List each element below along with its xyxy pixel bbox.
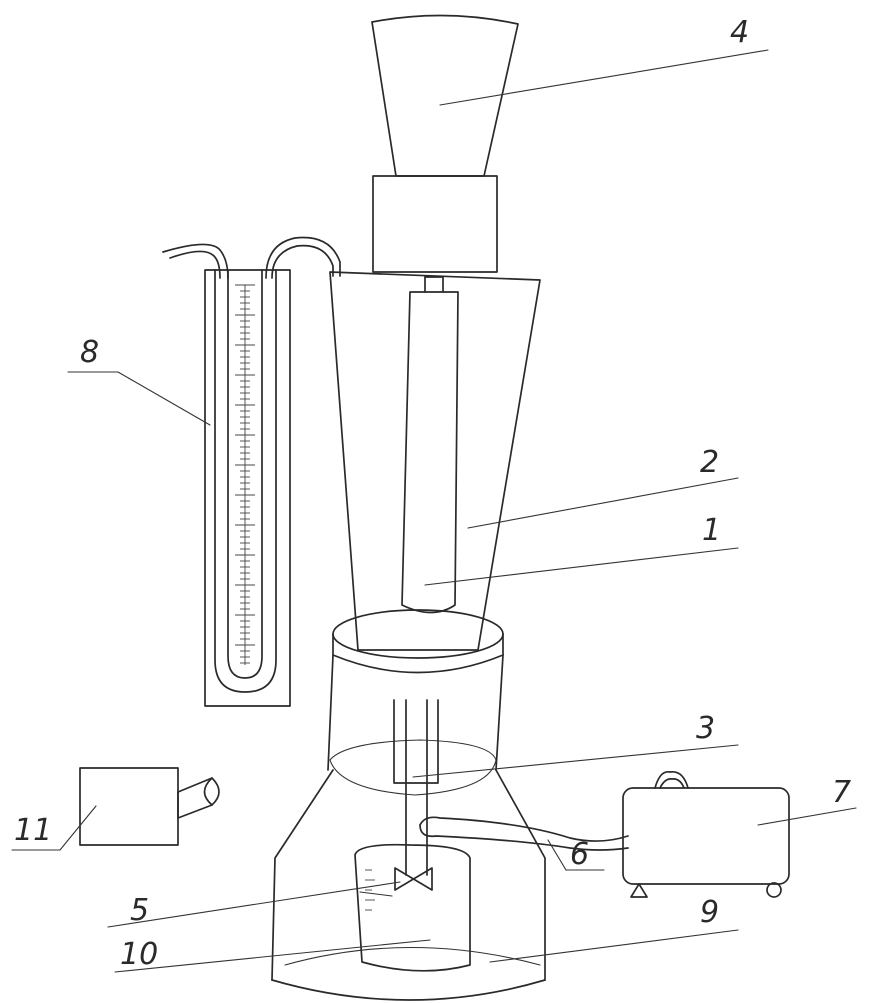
leader-4 (439, 49, 769, 106)
label-9: 9 (700, 895, 719, 930)
leader-6 (547, 839, 567, 871)
label-8: 8 (80, 335, 99, 370)
manometer-scale (235, 284, 255, 665)
pump-hose (419, 816, 629, 851)
leader-11b (59, 805, 97, 851)
outer-flask (271, 769, 546, 1001)
label-2: 2 (700, 445, 719, 480)
glass-jar (327, 654, 504, 796)
stirrer-shaft (393, 699, 439, 876)
inner-beaker (354, 843, 471, 972)
collar-ring (332, 609, 504, 674)
label-7: 7 (832, 775, 851, 810)
pump-unit (622, 770, 790, 898)
leader-lines (11, 49, 857, 973)
leader-8b (117, 371, 211, 426)
leader-1 (424, 547, 739, 586)
leader-7 (757, 807, 857, 826)
leader-5 (107, 881, 401, 928)
leader-10 (114, 939, 431, 973)
conical-vessel (329, 271, 541, 651)
leader-3 (412, 744, 739, 778)
label-1: 1 (702, 513, 721, 548)
label-11: 11 (14, 813, 52, 848)
label-5: 5 (130, 893, 149, 928)
hopper-funnel (371, 14, 519, 177)
connector-block (372, 175, 498, 273)
label-4: 4 (730, 15, 749, 50)
label-6: 6 (570, 837, 589, 872)
label-10: 10 (120, 937, 158, 972)
inner-tube (401, 276, 459, 614)
leader-2 (467, 477, 739, 529)
u-tube-manometer (162, 236, 341, 707)
leader-9 (489, 929, 739, 963)
label-3: 3 (696, 711, 715, 746)
impeller (394, 867, 433, 891)
camera-unit (79, 767, 220, 846)
